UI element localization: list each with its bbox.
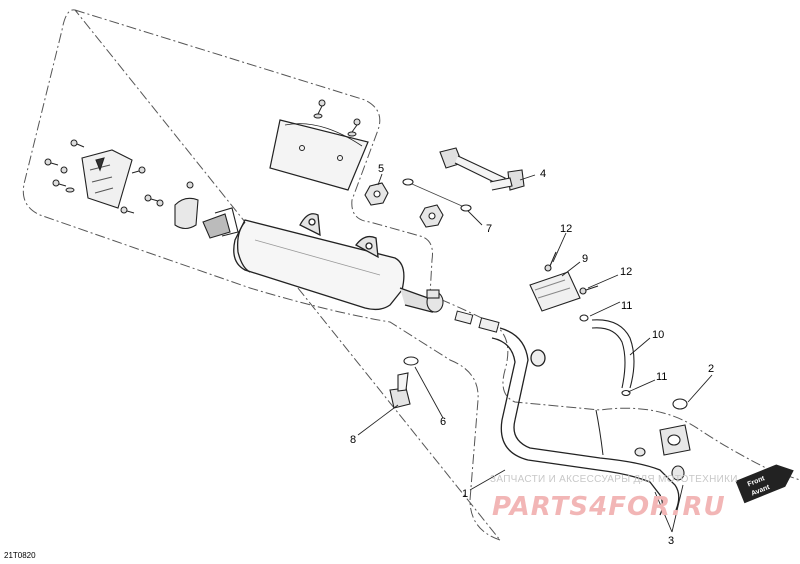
- callout-11-lower: 11: [656, 371, 667, 383]
- end-cap-bracket: [81, 149, 133, 209]
- callout-10: 10: [652, 329, 664, 341]
- leader-lines: [357, 173, 713, 533]
- mounting-bolts: [439, 147, 525, 191]
- reference-code: 21T0820: [4, 551, 36, 560]
- muffler: [233, 213, 433, 313]
- shield-screws: [313, 99, 361, 137]
- header-flange: [634, 398, 691, 481]
- callout-2: 2: [708, 363, 714, 375]
- nuts-and-washers: [364, 178, 472, 228]
- callout-1: 1: [462, 488, 468, 500]
- heat-shield: [269, 119, 369, 191]
- vent-hose: [591, 319, 635, 397]
- callout-4: 4: [540, 168, 546, 180]
- callout-9: 9: [582, 253, 588, 265]
- bracket-bolts: [44, 139, 194, 214]
- outlet-clamp: [426, 289, 444, 313]
- callout-12-upper: 12: [560, 223, 572, 235]
- callout-12-lower: 12: [620, 266, 632, 278]
- watermark-tagline: ЗАПЧАСТИ И АКСЕССУАРЫ ДЛЯ МОТОТЕХНИКИ: [490, 474, 738, 485]
- header-pipe: [491, 327, 680, 516]
- lower-bolt: [389, 356, 419, 409]
- callout-8: 8: [350, 434, 356, 446]
- callout-6: 6: [440, 416, 446, 428]
- callout-5: 5: [378, 163, 384, 175]
- watermark-brand: PARTS4FOR.RU: [492, 492, 726, 522]
- front-direction-marker: Front Avant: [735, 464, 794, 504]
- joint-seals: [454, 310, 500, 333]
- sensor-module: [529, 251, 599, 322]
- callout-11-upper: 11: [621, 300, 632, 312]
- callout-7: 7: [486, 223, 492, 235]
- callout-3: 3: [668, 535, 674, 547]
- inner-clamp: [174, 197, 239, 239]
- assembly-outline: [22, 9, 800, 542]
